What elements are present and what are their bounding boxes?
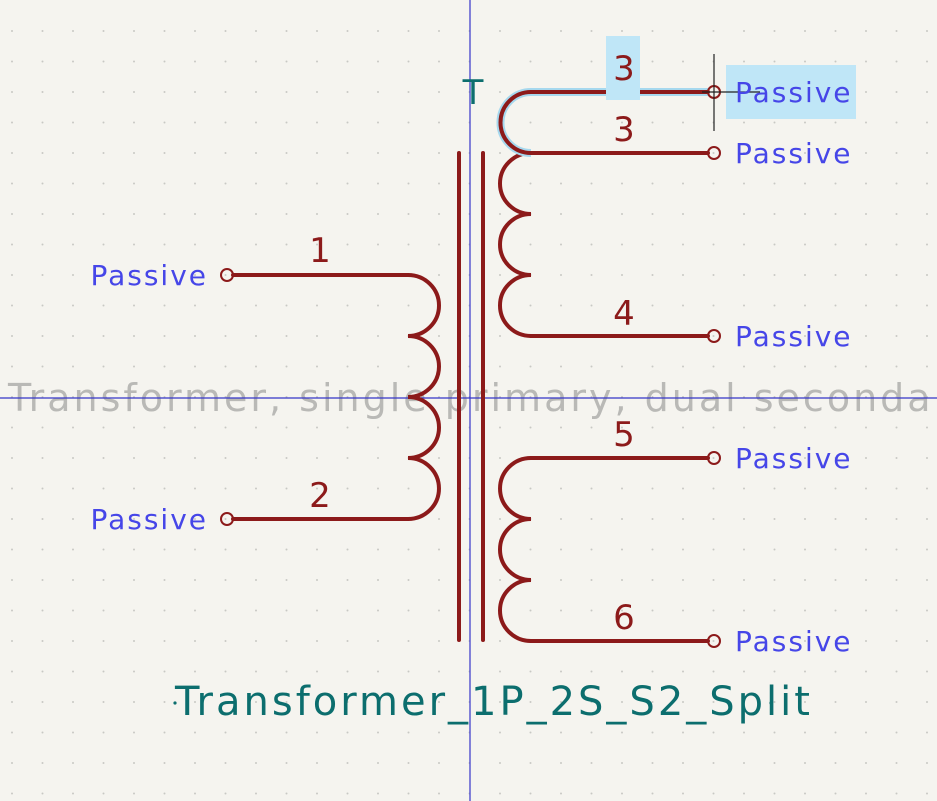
pin1-number: 1 <box>309 231 331 271</box>
value-anchor-left <box>173 701 177 705</box>
pin6-type: Passive <box>735 625 853 658</box>
pin1-type: Passive <box>90 259 208 292</box>
pin5-connection-point[interactable] <box>707 451 721 465</box>
pin4-connection-point[interactable] <box>707 329 721 343</box>
pin2-connection-point[interactable] <box>220 512 234 526</box>
pin3b-number: 3 <box>613 110 635 150</box>
split-tap-selected[interactable] <box>496 88 710 157</box>
pin6-connection-point[interactable] <box>707 634 721 648</box>
pin3a-number: 3 <box>613 49 635 89</box>
value-field[interactable]: Transformer_1P_2S_S2_Split <box>174 679 813 725</box>
value-anchor-right <box>769 701 773 705</box>
reference-designator[interactable]: T <box>462 73 484 113</box>
primary-winding[interactable] <box>231 273 441 521</box>
pin2-number: 2 <box>309 476 331 516</box>
secondary-winding-1[interactable] <box>498 151 710 338</box>
pin6-number: 6 <box>613 598 635 638</box>
pin4-number: 4 <box>613 294 635 334</box>
selection-highlight-pin3a-number <box>606 36 640 100</box>
pin4-type: Passive <box>735 320 853 353</box>
pin5-number: 5 <box>613 415 635 455</box>
pin5-type: Passive <box>735 442 853 475</box>
pin3b-connection-point[interactable] <box>707 146 721 160</box>
secondary-winding-2[interactable] <box>498 456 710 643</box>
pin3a-type: Passive <box>735 76 853 109</box>
pin3b-type: Passive <box>735 137 853 170</box>
pin2-type: Passive <box>90 503 208 536</box>
pin1-connection-point[interactable] <box>220 268 234 282</box>
